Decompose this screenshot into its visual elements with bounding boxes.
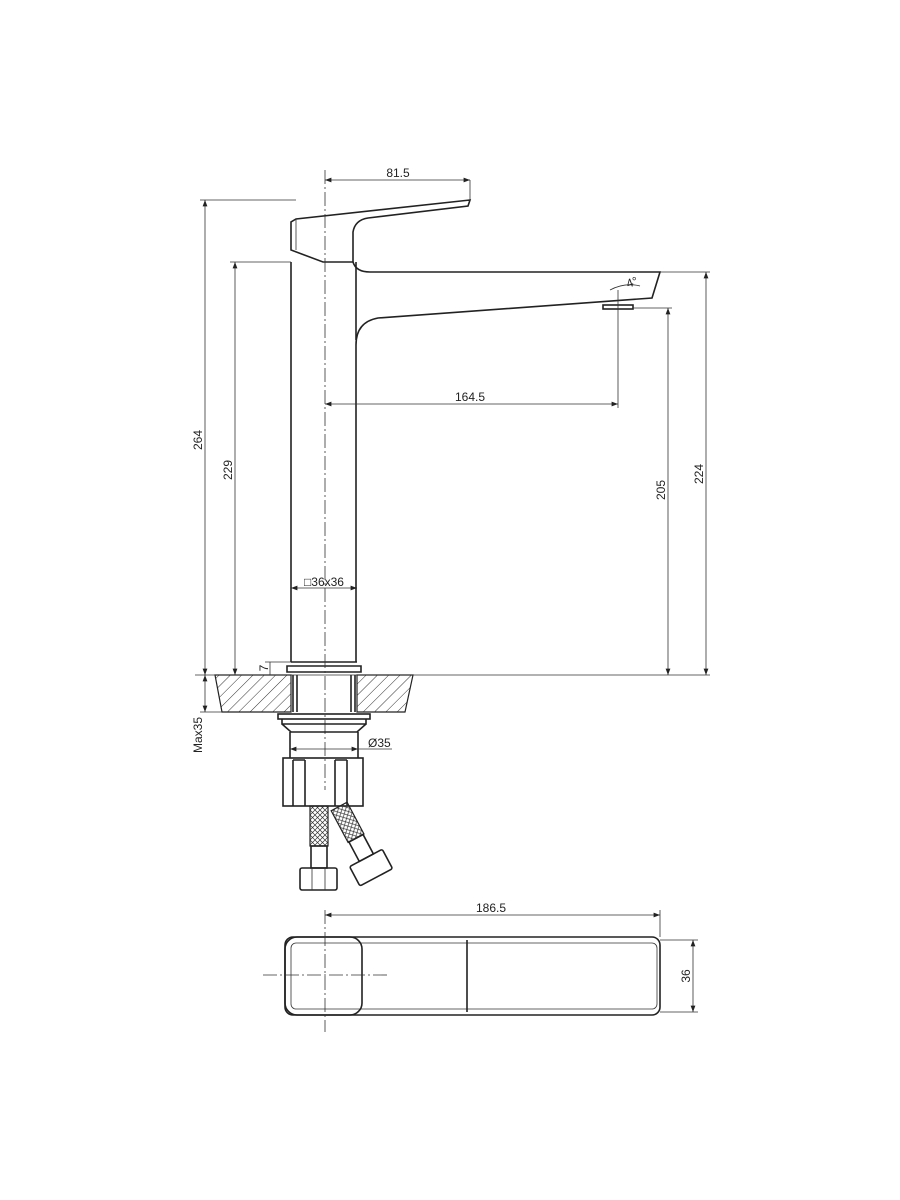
hose-nut-right: [349, 849, 393, 887]
dim-handle-reach: 81.5: [386, 166, 410, 180]
spout: [352, 261, 662, 662]
base-ring: [286, 661, 362, 673]
dim-body-height: 229: [221, 460, 235, 480]
dimensions: 81.5 264 229 164.5 205 224 □36x36 7 Max3…: [191, 166, 710, 753]
faucet-side-view: [286, 170, 662, 790]
dim-outlet-height: 205: [654, 480, 668, 500]
dim-body-section: □36x36: [304, 575, 344, 589]
hose-left: [309, 805, 329, 847]
dim-total-height: 264: [191, 430, 205, 450]
dim-spout-reach: 164.5: [455, 390, 485, 404]
dim-base-ring: 7: [257, 664, 271, 671]
dim-max-counter: Max35: [191, 717, 205, 753]
countertop-section: [195, 674, 710, 713]
mounting-hardware: [277, 713, 393, 891]
dim-top-length: 186.5: [476, 901, 506, 915]
faucet-top-view: 186.5 36: [263, 901, 698, 1032]
dim-spout-top-height: 224: [692, 464, 706, 484]
hose-nut-left: [299, 867, 338, 891]
dim-angle: 4°: [624, 274, 640, 291]
dim-thread-diameter: Ø35: [368, 736, 391, 750]
mounting-nut: [282, 757, 364, 807]
body: [290, 262, 357, 662]
handle: [290, 199, 472, 263]
dim-top-width: 36: [679, 969, 693, 983]
